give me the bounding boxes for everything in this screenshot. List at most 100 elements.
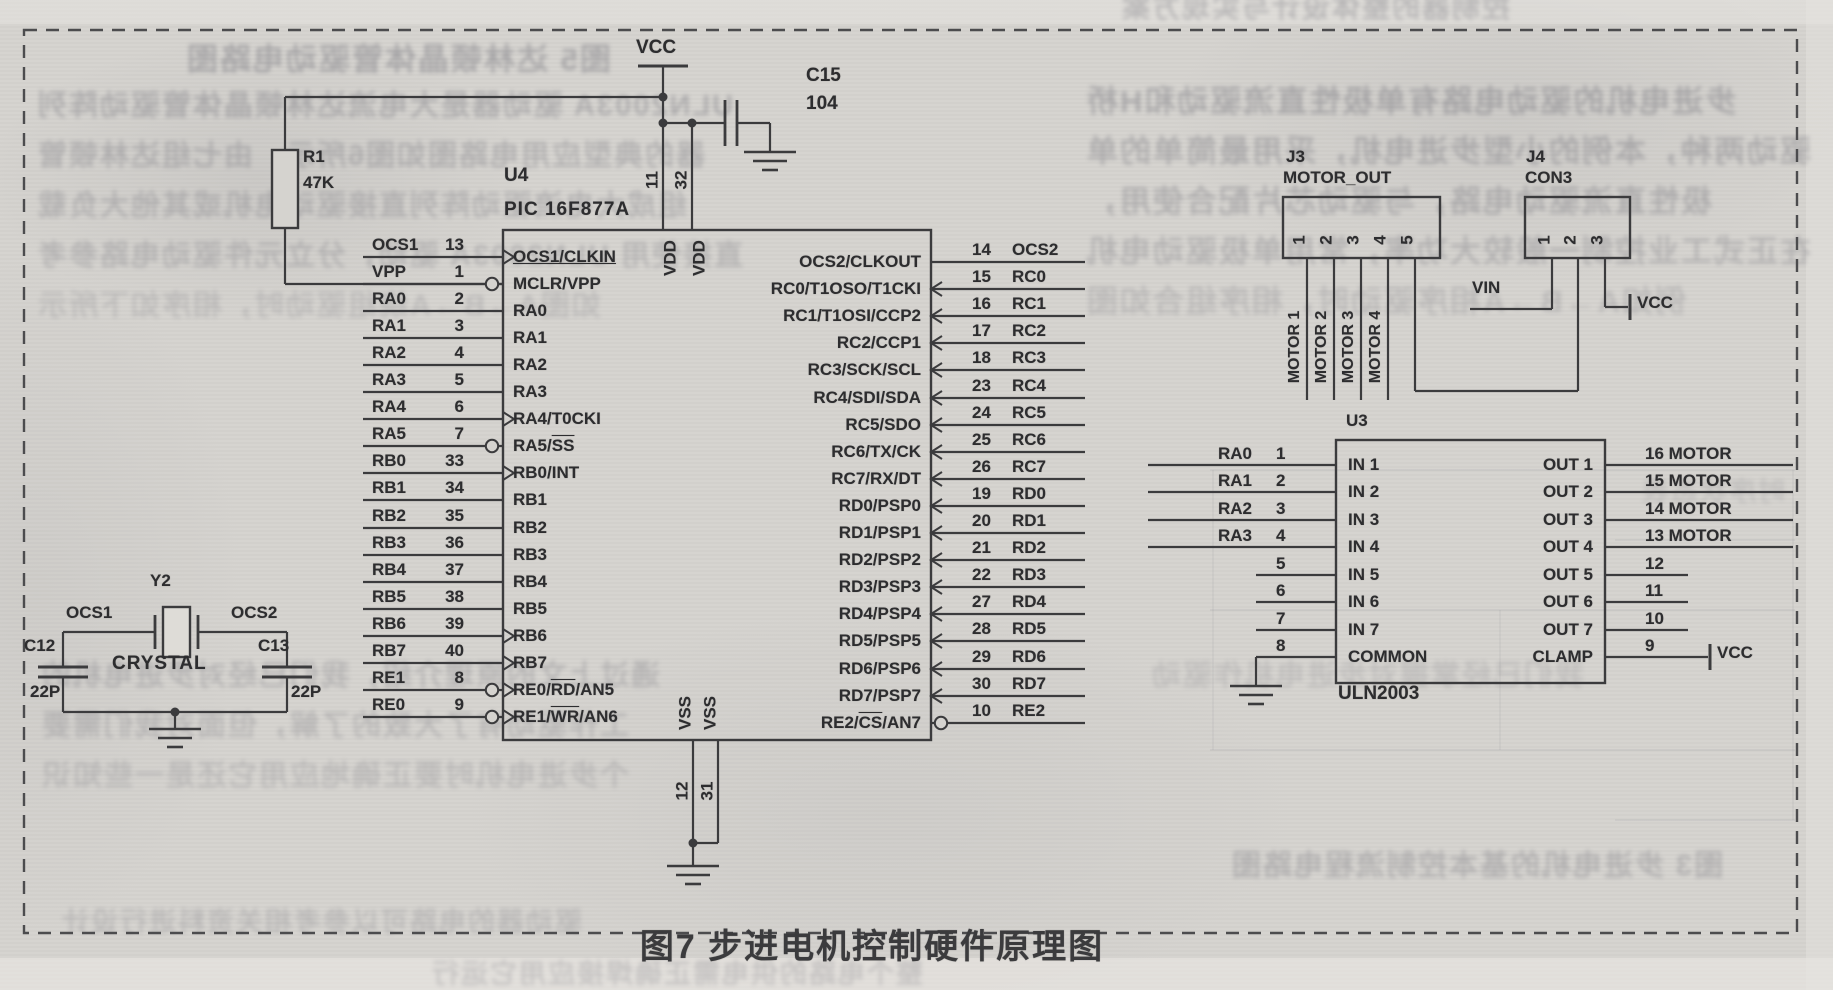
c15-value: 104 [806,93,838,114]
j3-pin-number: 5 [1397,235,1417,245]
u4-pin-name: RE0/RD/AN5 [513,680,615,699]
overline-text: RD [550,680,576,699]
u4-left-net-label: VPP [372,262,407,281]
u3-right-net-label: 10 [1645,609,1664,628]
u4-left-pin-number: 5 [454,370,464,389]
u3-outline [1334,438,1607,685]
u4-right-pin-number: 26 [972,457,991,476]
u4-left-net-label: RB5 [372,587,407,606]
u3-right-net-label: 11 [1645,581,1663,600]
u4-left-net-label: OCS1 [372,235,419,254]
u4-right-pin-number: 25 [972,430,991,449]
u4-left-net-label: RA4 [372,397,407,416]
u4-right-pin-number: 24 [972,403,991,422]
u4-left-pin-number: 33 [445,451,464,470]
j4-pin-number: 1 [1534,235,1554,245]
u4-pin-name: RD5/PSP5 [838,631,921,650]
u3-pin-name: OUT 7 [1542,620,1593,639]
u4-left-pin-number: 9 [454,695,464,714]
u4-pin-name: RC3/SCK/SCL [807,360,921,379]
u4-left-net-label: RB2 [372,506,407,525]
u4-pin-name: RC1/T1OSI/CCP2 [783,306,921,325]
u4-left-net-label: RA1 [372,316,407,335]
u3-pin-name: OUT 5 [1542,565,1593,584]
u4-pin-name: RE2/CS/AN7 [820,713,921,732]
u4-left-net-label: RE1 [372,668,406,687]
u4-top-pin-number: 11 [642,171,662,189]
junction-dot [658,92,668,102]
overline-text: SS [551,436,575,455]
u4-left-net-label: RB7 [372,641,407,660]
u3-pin-name: OUT 4 [1542,537,1593,556]
u4-right-net-label: RC5 [1012,403,1047,422]
u4-pin-name: RD1/PSP1 [838,523,921,542]
u4-right-net-label: RC6 [1012,430,1047,449]
u4-pin-name: OCS1/CLKIN [513,247,616,266]
c13-value: 22P [291,682,322,701]
pin-arrow-icon [929,362,943,378]
j4-name: CON3 [1525,168,1573,187]
u4-right-pin-number: 23 [972,376,991,395]
pin-arrow-icon [929,471,943,487]
u4-left-net-label: RB3 [372,533,407,552]
u4-left-pin-number: 35 [445,506,464,525]
pin-arrow-icon [502,465,516,481]
u4-right-pin-number: 29 [972,647,991,666]
u4-right-net-label: RD1 [1012,511,1047,530]
u3-pin-name: IN 3 [1348,510,1380,529]
inversion-bubble-icon [484,438,500,454]
u4-pin-name: RB4 [513,572,548,591]
u4-right-pin-number: 14 [972,240,991,259]
u4-right-net-label: RD5 [1012,619,1047,638]
j4-pin-number: 3 [1587,235,1607,245]
j4-vcc-net-label: VCC [1637,293,1673,312]
u4-ref: U4 [504,165,529,186]
u4-pin-name: RA5/SS [513,436,575,455]
inversion-bubble-icon [484,276,500,292]
pin-arrow-icon [929,633,943,649]
pin-arrow-icon [502,628,516,644]
c12-ref: C12 [24,636,56,655]
u4-bottom-pin-number: 12 [672,781,692,801]
u3-right-net-label: 9 [1645,636,1655,655]
u4-pin-name: RA2 [513,355,548,374]
u4-right-net-label: RC3 [1012,348,1047,367]
u4-pin-name: RD4/PSP4 [838,604,921,623]
u4-left-pin-number: 39 [445,614,464,633]
u4-pin-name: RC7/RX/DT [831,469,921,488]
u3-right-net-label: 15 MOTOR [1645,471,1732,490]
pin-arrow-icon [929,579,943,595]
u4-vdd-pin-name: VDD [660,240,680,276]
j3-pin-number: 1 [1289,235,1309,245]
u3-left-net-label: RA0 [1217,444,1252,463]
y2-ref: Y2 [150,571,171,590]
u4-right-net-label: RD4 [1012,592,1047,611]
j4-pin-number: 2 [1560,235,1580,245]
u4-left-net-label: RA2 [372,343,407,362]
u3-right-net-label: 16 MOTOR [1645,444,1732,463]
u4-left-pin-number: 3 [454,316,464,335]
pin-arrow-icon [502,411,516,427]
u3-right-net-label: 14 MOTOR [1645,499,1732,518]
u4-left-pin-number: 8 [454,668,464,687]
u3-pin-name: IN 1 [1348,455,1380,474]
inversion-bubble-icon [484,682,500,698]
u4-right-net-label: OCS2 [1012,240,1059,259]
u3-pin-name: IN 2 [1348,482,1380,501]
page-top-margin [0,0,1833,24]
u4-pin-name: RB7 [513,653,548,672]
u4-left-net-label: RA5 [372,424,407,443]
overline-text: WR [550,707,580,726]
u4-left-net-label: RE0 [372,695,406,714]
r1-ref: R1 [303,147,325,166]
junction-dot [688,838,698,848]
u4-pin-name: RA1 [513,328,548,347]
u3-pin-name: IN 7 [1348,620,1380,639]
u4-left-net-label: RB0 [372,451,407,470]
y2-part: CRYSTAL [112,653,207,674]
u4-pin-name: RD0/PSP0 [838,496,921,515]
c15-ref: C15 [806,65,841,86]
ocs2-net-label: OCS2 [231,603,278,622]
figure-dashed-border [22,28,1799,935]
u4-left-pin-number: 6 [454,397,464,416]
